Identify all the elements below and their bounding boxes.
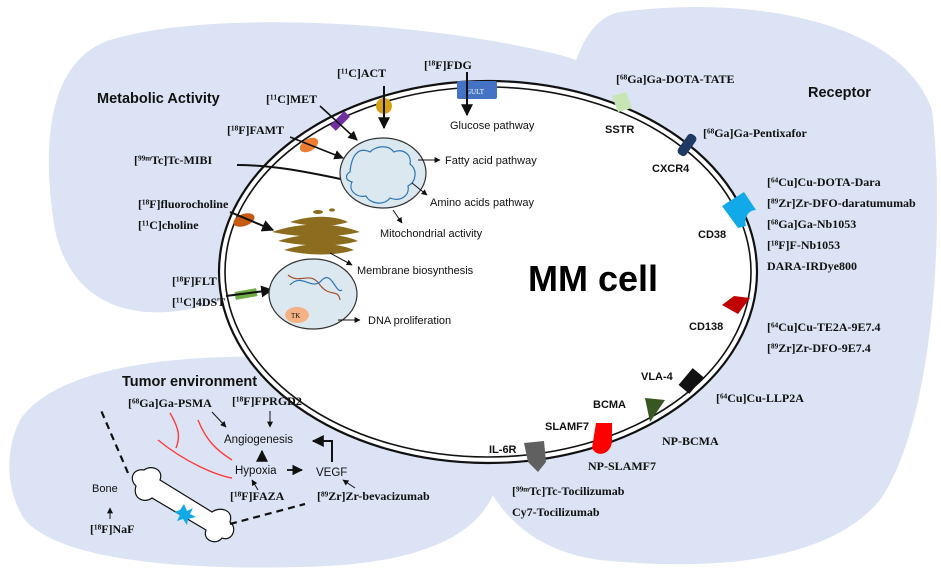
cd38-tracer-1: [⁶⁴Cu]Cu-DOTA-Dara <box>767 175 881 189</box>
fprgd2-tracer-label: [¹⁸F]FPRGD2 <box>232 394 302 408</box>
cd38-tracer-4: [¹⁸F]F-Nb1053 <box>767 238 840 252</box>
il6r-receptor <box>524 441 546 472</box>
vessel-1 <box>169 412 180 449</box>
il6r-label: IL-6R <box>489 444 517 456</box>
sstr-tracer-label: [⁶⁸Ga]Ga-DOTA-TATE <box>616 72 735 86</box>
nucleus <box>268 258 358 330</box>
tumor-environment-group: [⁶⁸Ga]Ga-PSMA [¹⁸F]FPRGD2 Angiogenesis H… <box>90 394 430 543</box>
bone-link-dashed-right <box>229 502 306 526</box>
psma-tracer-label: [⁶⁸Ga]Ga-PSMA <box>128 396 212 410</box>
famt-tracer-label: [¹⁸F]FAMT <box>227 123 284 137</box>
cxcr4-receptor <box>677 133 697 157</box>
tk-label: TK <box>291 312 300 320</box>
sstr-receptor <box>612 92 632 112</box>
cd38-receptor <box>722 192 756 228</box>
mm-cell-label: MM cell <box>528 258 658 299</box>
met-tracer-label: [¹¹C]MET <box>266 92 317 106</box>
cd138-tracer-1: [⁶⁴Cu]Cu-TE2A-9E7.4 <box>767 320 881 334</box>
cxcr4-label: CXCR4 <box>652 163 690 175</box>
membrane-bio-arrow <box>329 252 353 266</box>
dst-tracer-label: [¹¹C]4DST <box>172 295 225 309</box>
met-arrow <box>319 105 358 141</box>
vegf-label: VEGF <box>316 467 347 479</box>
il6r-tracer-2: Cy7-Tocilizumab <box>512 505 600 519</box>
vessel-3 <box>157 439 233 479</box>
mitochondrion-cristae <box>345 146 416 204</box>
bcma-label: BCMA <box>593 399 626 411</box>
glucose-pathway-label: Glucose pathway <box>450 120 535 132</box>
vla4-tracer-label: [⁶⁴Cu]Cu-LLP2A <box>716 391 804 405</box>
hypoxia-label: Hypoxia <box>235 465 277 477</box>
metabolic-activity-title: Metabolic Activity <box>97 91 220 107</box>
cd38-tracer-3: [⁶⁸Ga]Ga-Nb1053 <box>767 217 856 231</box>
bevacizumab-tracer-label: [⁸⁹Zr]Zr-bevacizumab <box>317 489 430 503</box>
tk-enzyme <box>285 307 309 323</box>
bone-shape <box>131 467 235 543</box>
mitochondrial-arrow <box>392 209 403 224</box>
flt-tracer-label: [¹⁸F]FLT <box>172 274 217 288</box>
bcma-tracer-label: NP-BCMA <box>662 434 719 448</box>
receptor-group: [⁶⁸Ga]Ga-DOTA-TATE SSTR [⁶⁸Ga]Ga-Pentixa… <box>489 72 916 519</box>
membrane-biosynthesis-organelle <box>272 208 360 255</box>
dna-label: DNA proliferation <box>368 315 451 327</box>
vessel-2 <box>197 419 233 461</box>
tumor-environment-title: Tumor environment <box>122 374 257 390</box>
act-tracer-label: [¹¹C]ACT <box>337 66 386 80</box>
vla4-label: VLA-4 <box>641 371 674 383</box>
gult-label: GULT <box>466 88 485 96</box>
cd138-receptor <box>722 296 750 314</box>
fatty-acid-label: Fatty acid pathway <box>445 155 537 167</box>
receptor-title: Receptor <box>808 85 871 101</box>
famt-arrow <box>289 136 344 160</box>
amino-acids-label: Amino acids pathway <box>430 197 534 209</box>
angiogenesis-label: Angiogenesis <box>224 434 293 446</box>
vegf-angio-arrow <box>311 435 333 462</box>
dna-strand-a <box>287 274 341 301</box>
fdg-tracer-label: [¹⁸F]FDG <box>424 58 472 72</box>
cd38-tracer-2: [⁸⁹Zr]Zr-DFO-daratumumab <box>767 196 916 210</box>
dna-strand-b <box>289 277 343 292</box>
choline-arrow <box>229 211 275 232</box>
naf-tracer-label: [¹⁸F]NaF <box>90 522 135 536</box>
cd138-tracer-2: [⁸⁹Zr]Zr-DFO-9E7.4 <box>767 341 871 355</box>
faza-tracer-label: [¹⁸F]FAZA <box>230 489 285 503</box>
mitochondrion-outer <box>339 137 427 209</box>
bcma-receptor <box>645 398 665 422</box>
cxcr4-tracer-label: [⁶⁸Ga]Ga-Pentixafor <box>703 126 808 140</box>
faza-arrow <box>251 479 259 491</box>
bone-lesion <box>174 504 196 525</box>
met-channel <box>330 111 350 131</box>
metabolic-activity-group: [¹¹C]ACT [¹⁸F]FDG GULT Glucose pathway [… <box>134 58 537 330</box>
amino-acids-arrow <box>411 182 428 196</box>
choline-tracer-label: [¹¹C]choline <box>138 218 199 232</box>
bone-label: Bone <box>92 483 118 495</box>
bevacizumab-arrow <box>342 479 356 489</box>
cd138-label: CD138 <box>689 321 723 333</box>
vla4-receptor <box>678 368 704 394</box>
mitochondrial-label: Mitochondrial activity <box>380 228 483 240</box>
fluorocholine-tracer-label: [¹⁸F]fluorocholine <box>138 197 229 211</box>
sstr-label: SSTR <box>605 124 634 136</box>
slamf7-label: SLAMF7 <box>545 421 589 433</box>
cd38-tracer-5: DARA-IRDye800 <box>767 259 857 273</box>
cd38-label: CD38 <box>698 229 726 241</box>
membrane-bio-label: Membrane biosynthesis <box>357 265 474 277</box>
mibi-tracer-label: [⁹⁹ᵐTc]Tc-MIBI <box>134 153 213 167</box>
slamf7-tracer-label: NP-SLAMF7 <box>588 459 656 473</box>
slamf7-receptor <box>592 423 612 454</box>
flt-arrow <box>225 285 274 298</box>
il6r-tracer-1: [⁹⁹ᵐTc]Tc-Tocilizumab <box>512 484 625 498</box>
psma-arrow <box>211 411 227 428</box>
